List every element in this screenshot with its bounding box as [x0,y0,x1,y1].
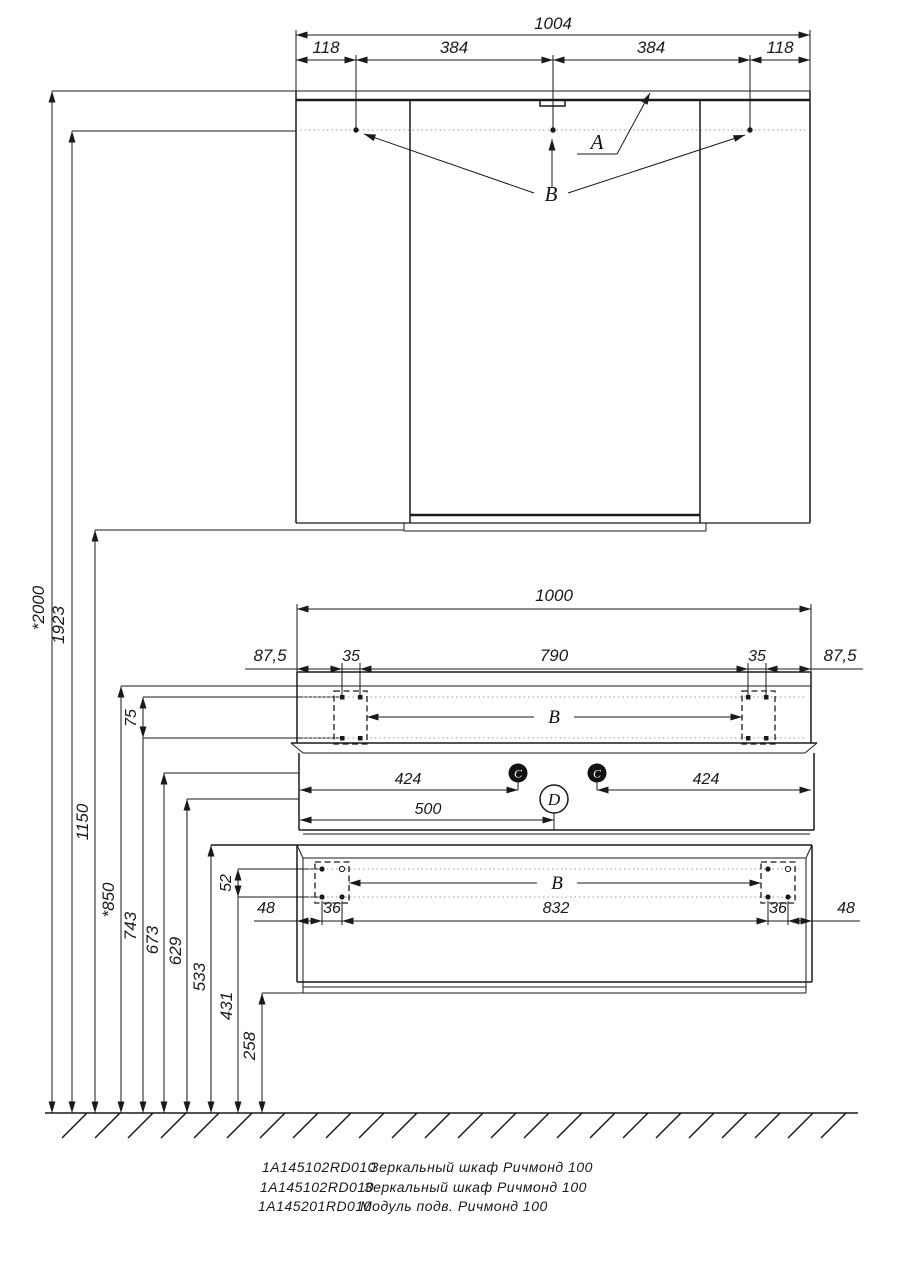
dim-118-right: 118 [766,38,794,57]
dim-629: 629 [166,936,185,965]
dim-75: 75 [123,709,140,727]
left-dimension-lines [48,91,404,1113]
dim-52: 52 [218,874,235,892]
dim-384-left: 384 [440,38,468,57]
washbasin-cabinet [290,742,818,835]
module-bottom-dims [254,901,860,925]
dim-118-left: 118 [312,38,340,57]
dim-87-5-left: 87,5 [253,646,287,665]
dim-1923: 1923 [49,606,68,644]
dim-36-left: 36 [323,900,341,917]
bottom-module [211,844,813,994]
mirror-mount-points [353,127,753,133]
dim-48-right: 48 [837,900,855,917]
dim-424-left: 424 [395,771,422,788]
part-code: 1A145102RD010 [262,1159,376,1175]
dim-533: 533 [190,962,209,991]
washbasin-dimensions [245,604,863,697]
hole-c-right-label: C [593,767,602,781]
dim-258: 258 [240,1031,259,1061]
dim-832: 832 [543,900,570,917]
dim-87-5-right: 87,5 [823,646,857,665]
dim-790: 790 [540,646,569,665]
module-b-span [349,872,761,892]
dim-743: 743 [121,911,140,940]
dim-673: 673 [143,925,162,954]
dim-35-right: 35 [748,648,766,665]
part-name: Модуль подв. Ричмонд 100 [360,1198,548,1214]
dim-1150: 1150 [73,803,92,840]
dim-850: *850 [99,882,118,918]
dim-424-right: 424 [693,771,720,788]
drain-symbols [508,763,607,830]
callout-leaders [363,92,746,194]
hole-d-label: D [547,790,561,809]
washbasin-hole-dims [300,786,811,824]
callout-b-mirror-label: B [545,182,558,206]
washbasin-back-panel [296,671,812,745]
dim-36-right: 36 [769,900,787,917]
parts-list: 1A145102RD010 Зеркальный шкаф Ричмонд 10… [258,1159,593,1214]
hole-c-left-symbol [508,763,528,783]
dim-35-left: 35 [342,648,360,665]
span-b-mid-label: B [548,707,560,728]
module-bracket-left [314,861,350,904]
dim-384-right: 384 [637,38,665,57]
dim-48-left: 48 [257,900,275,917]
dim-1004: 1004 [534,14,572,33]
callout-a-label: A [589,130,604,154]
hole-c-left-label: C [514,767,523,781]
hanger-notch [539,100,566,107]
dim-500: 500 [415,801,442,818]
washbasin-bracket-holes [340,695,769,741]
floor-hatching [45,1112,858,1139]
mirror-top-dimensions [295,30,811,130]
dim-431: 431 [217,992,236,1020]
part-name: Зеркальный шкаф Ричмонд 100 [370,1159,593,1175]
module-bracket-holes [319,865,792,900]
part-code: 1A145201RD010 [258,1198,372,1214]
span-b-bottom-label: B [551,873,563,894]
mirror-cabinet-outline [52,90,811,532]
washbasin-b-span [367,706,742,726]
hole-c-right-symbol [587,763,607,783]
part-code: 1A145102RD010 [260,1179,374,1195]
dim-2000: *2000 [29,585,48,630]
part-name: Зеркальный шкаф Ричмонд 100 [364,1179,587,1195]
dim-1000: 1000 [535,586,573,605]
